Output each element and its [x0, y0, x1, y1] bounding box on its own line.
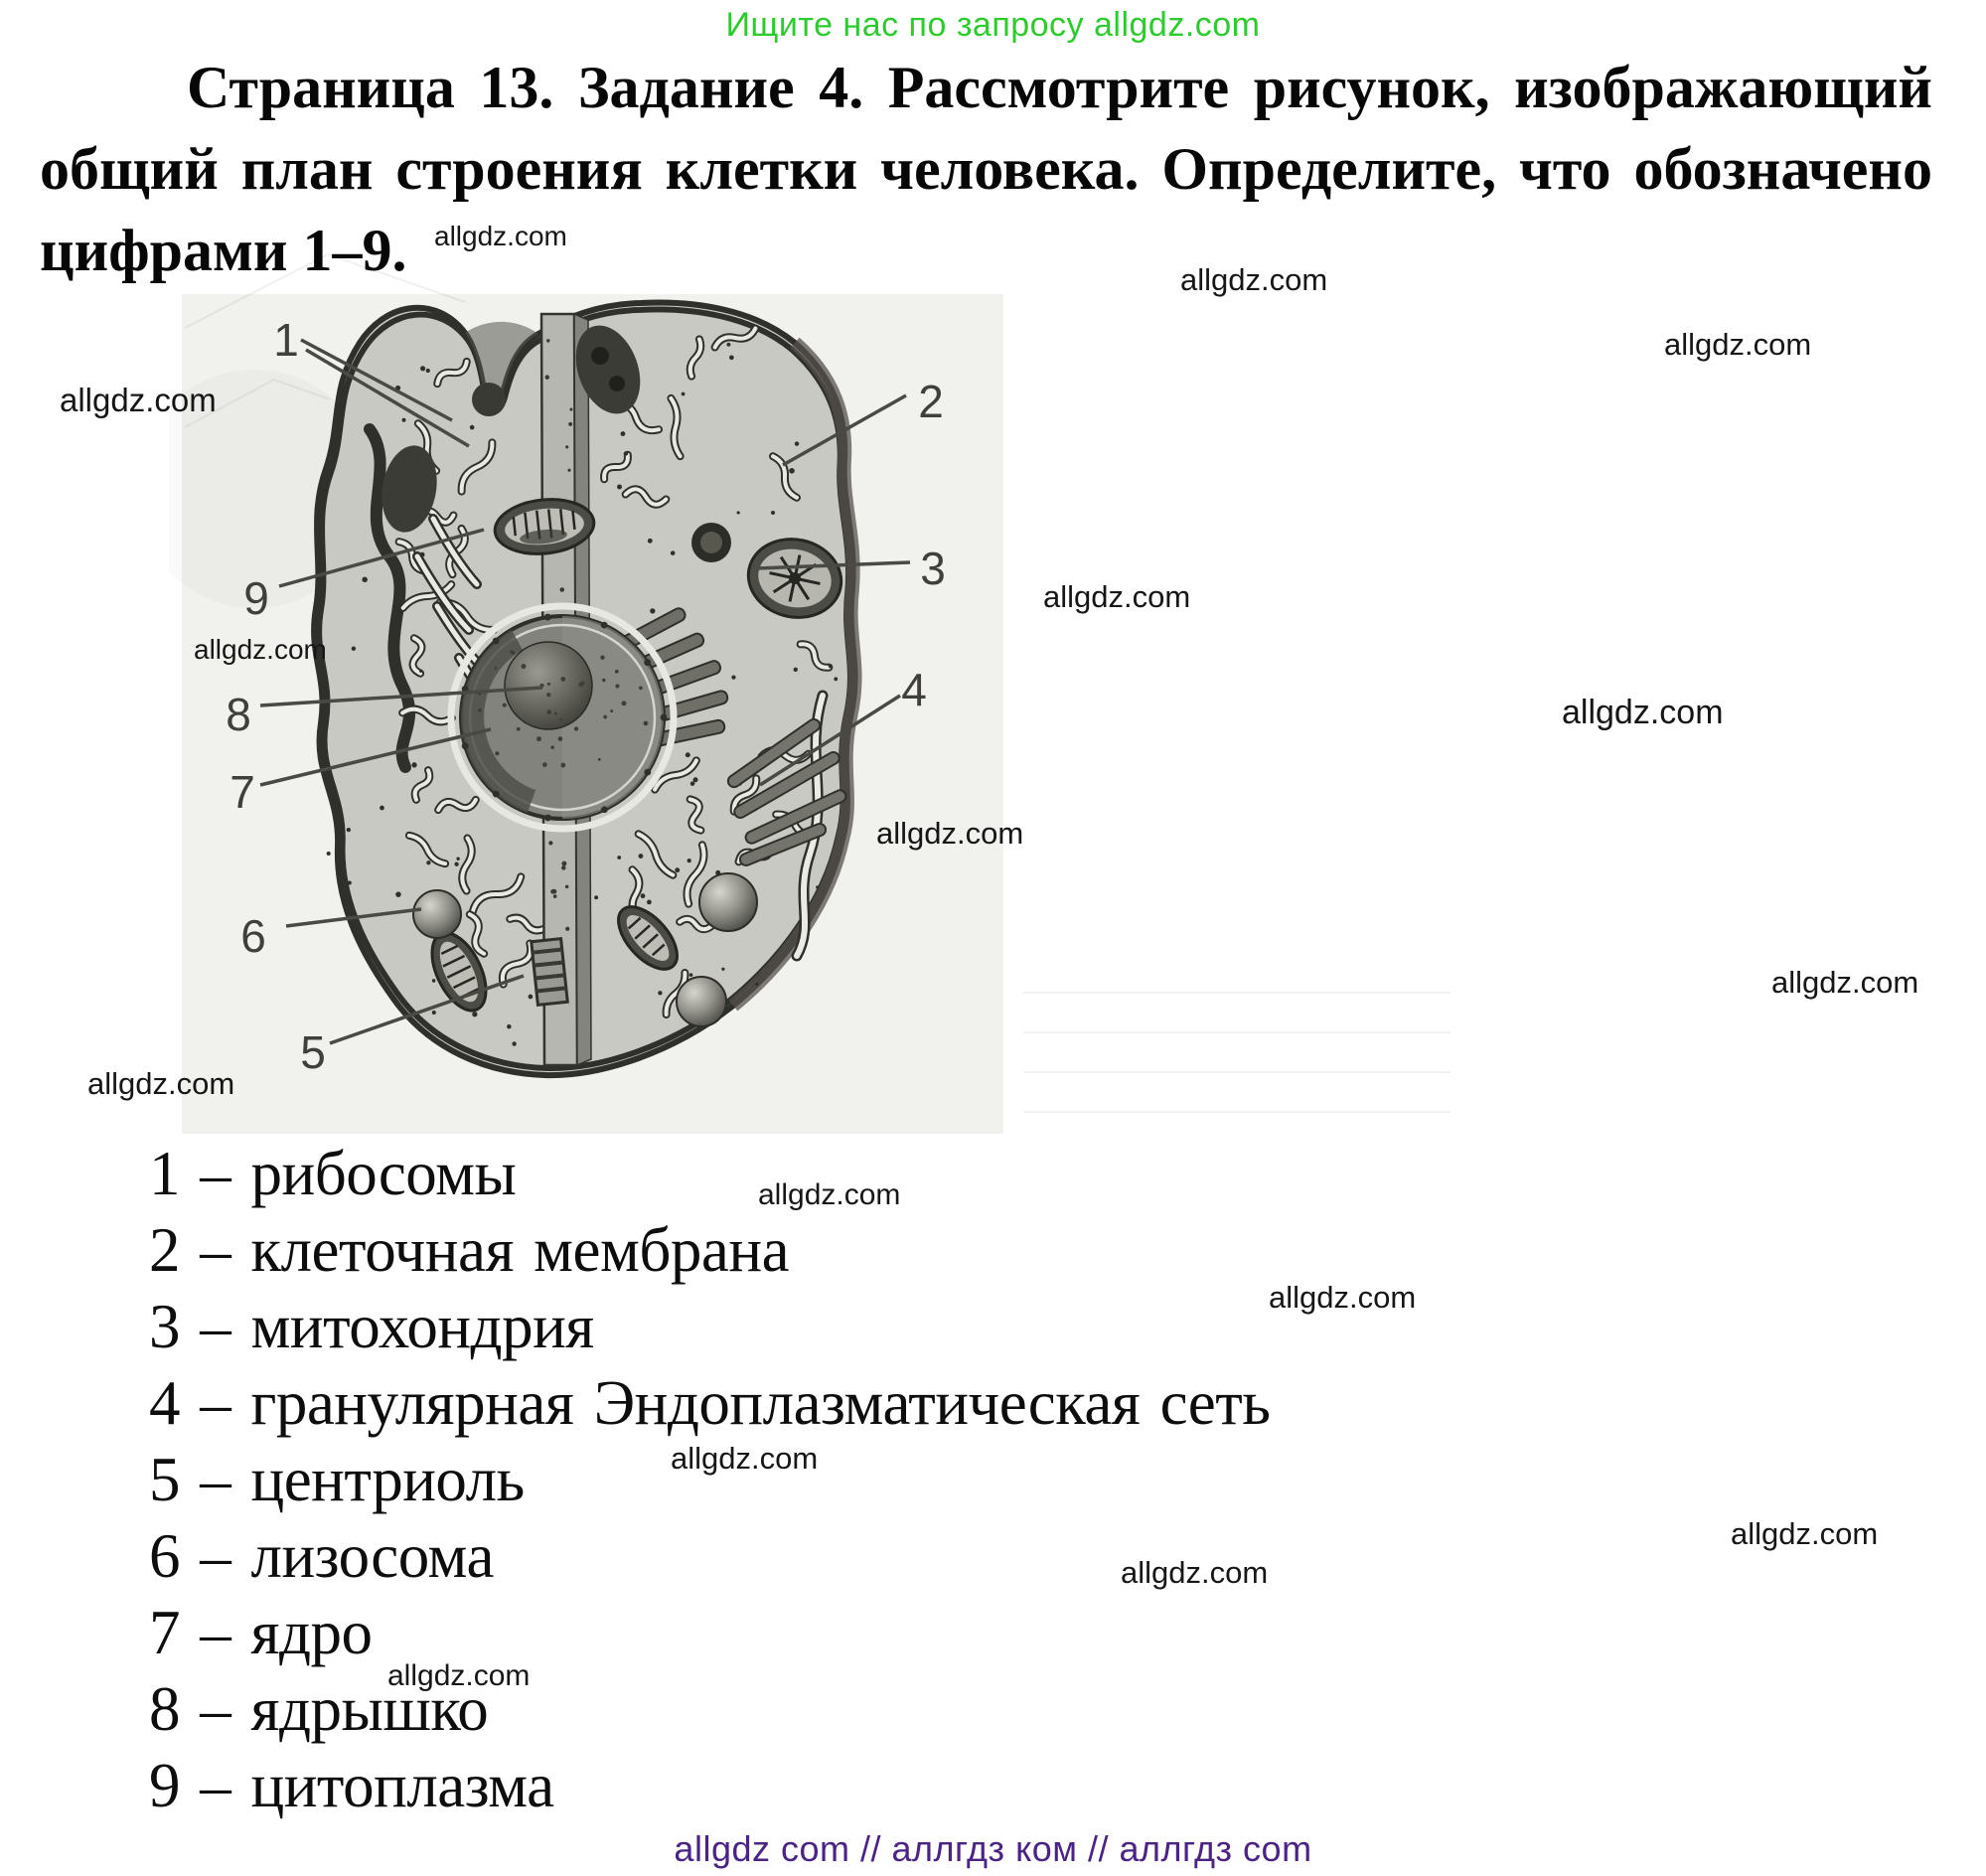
label-line-2	[782, 393, 907, 467]
diagram-label-3: 3	[920, 543, 946, 594]
watermark-allgdz: allgdz.com	[1121, 1555, 1269, 1590]
answer-item-6: 6 – лизосома	[149, 1521, 494, 1591]
label-line-1	[300, 338, 453, 422]
vesicle-sphere-lower	[676, 976, 727, 1027]
watermark-allgdz: allgdz.com	[671, 1441, 819, 1476]
task-title-line-1: Страница 13. Задание 4. Рассмотрите рису…	[187, 55, 1932, 120]
stained-body-top-right	[575, 325, 641, 414]
membrane-cleft	[465, 321, 538, 416]
answer-item-4: 4 – гранулярная Эндоплазматическая сеть	[149, 1368, 1271, 1438]
diagram-label-9: 9	[243, 572, 269, 624]
answer-item-9: 9 – цитоплазма	[149, 1751, 554, 1820]
nucleus	[447, 602, 678, 833]
diagram-label-7: 7	[229, 766, 255, 818]
watermark-allgdz: allgdz.com	[876, 816, 1024, 851]
label-line-4	[759, 694, 901, 787]
diagram-labels: 1 2 3 4 5 6 7 8 9	[226, 314, 946, 1078]
watermark-allgdz: allgdz.com	[1562, 694, 1724, 731]
watermark-allgdz: allgdz.com	[87, 1066, 235, 1101]
er-squiggles	[394, 324, 834, 1019]
watermark-allgdz: allgdz.com	[60, 382, 217, 418]
site-promo-banner: Ищите нас по запросу allgdz.com	[725, 6, 1261, 44]
diagram-label-5: 5	[300, 1026, 326, 1078]
watermark-allgdz: allgdz.com	[1043, 579, 1191, 614]
diagram-label-1: 1	[273, 314, 299, 366]
diagram-label-2: 2	[918, 376, 944, 427]
answer-item-1: 1 – рибосомы	[149, 1139, 517, 1208]
answer-item-7: 7 – ядро	[149, 1598, 373, 1667]
cell-diagram-figure: 1 2 3 4 5 6 7 8 9	[182, 252, 1003, 1134]
label-line-5	[329, 974, 525, 1045]
mitochondrion-bottom-left	[430, 931, 488, 1013]
vesicle-dark-ring	[691, 523, 731, 562]
watermark-allgdz: allgdz.com	[758, 1178, 901, 1211]
watermark-allgdz: allgdz.com	[434, 221, 567, 251]
granular-er-right	[726, 717, 847, 866]
diagram-label-4: 4	[901, 664, 927, 715]
stained-body-left	[382, 445, 437, 533]
label-line-3	[756, 560, 911, 570]
answer-item-3: 3 – митохондрия	[149, 1292, 594, 1361]
scan-ruled-line	[1023, 992, 1451, 994]
answer-item-5: 5 – центриоль	[149, 1445, 525, 1514]
diagram-label-6: 6	[240, 910, 266, 962]
label-line-6	[285, 907, 422, 928]
er-channels	[364, 423, 829, 962]
task-title-line-3: цифрами 1–9.	[40, 218, 407, 283]
vesicle-sphere-right	[698, 872, 758, 932]
scan-ruled-line	[1023, 1071, 1451, 1073]
watermark-allgdz: allgdz.com	[1771, 965, 1919, 1000]
nucleolus	[504, 641, 593, 730]
diagram-label-8: 8	[226, 689, 251, 740]
label-line-1	[305, 348, 470, 448]
answer-item-2: 2 – клеточная мембрана	[149, 1215, 790, 1285]
watermark-allgdz: allgdz.com	[1664, 327, 1812, 362]
mitochondrion-right	[746, 538, 843, 619]
answer-item-8: 8 – ядрышко	[149, 1674, 489, 1744]
scan-ruled-line	[1023, 1031, 1451, 1033]
label-line-7	[259, 727, 492, 787]
label-line-8	[259, 686, 543, 707]
scan-ruled-line	[1023, 1111, 1451, 1113]
centriole	[530, 936, 569, 1008]
watermark-allgdz: allgdz.com	[1269, 1280, 1417, 1315]
footer-domains: allgdz com // аллгдз ком // аллгдз com	[674, 1828, 1312, 1869]
task-title-line-2: общий план строения клетки человека. Опр…	[40, 136, 1932, 202]
label-line-9	[278, 528, 485, 588]
mitochondrion-bottom-center	[617, 905, 679, 971]
watermark-allgdz: allgdz.com	[194, 634, 327, 665]
watermark-allgdz: allgdz.com	[1180, 262, 1328, 297]
watermark-allgdz: allgdz.com	[1731, 1516, 1879, 1551]
lysosome-sphere	[412, 889, 462, 939]
watermark-allgdz: allgdz.com	[387, 1659, 531, 1692]
mitochondrion-top	[493, 498, 596, 555]
